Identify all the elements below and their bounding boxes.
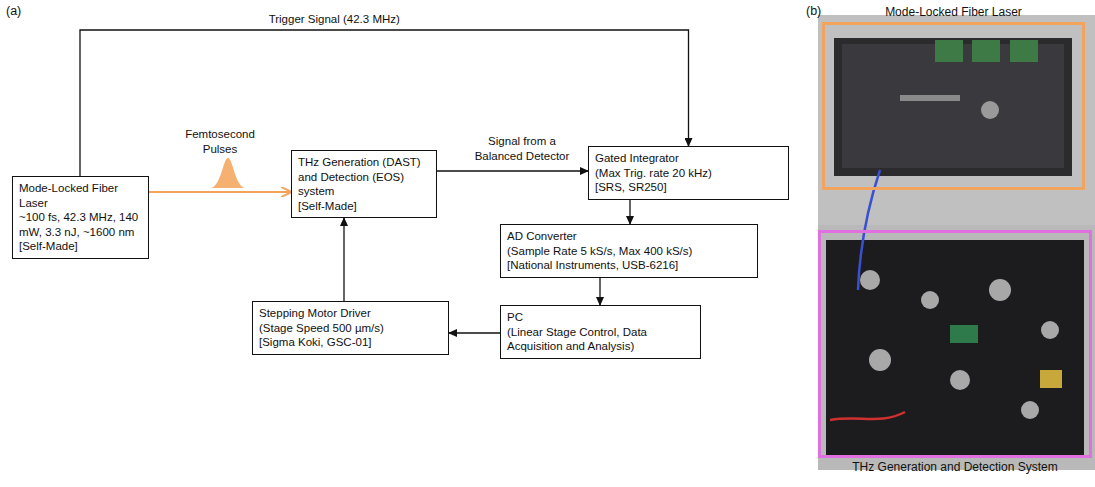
box-detail: (Linear Stage Control, Data Acquisition … (507, 325, 694, 354)
laser-housing (834, 38, 1072, 176)
edge-label: Femtosecond Pulses (179, 127, 261, 156)
box-detail: (Max Trig. rate 20 kHz) (595, 166, 782, 181)
optic-mount (950, 370, 970, 390)
pc-box: PC(Linear Stage Control, Data Acquisitio… (500, 305, 701, 359)
box-detail: ~100 fs, 42.3 MHz, 140 mW, 3.3 nJ, ~1600… (19, 210, 142, 239)
signal-arrow (599, 278, 600, 306)
laser-interior (842, 44, 1064, 168)
box-title: AD Converter (507, 229, 751, 244)
signal-arrow (343, 218, 344, 301)
optic-mount (989, 279, 1011, 301)
photo-frame: Mode-Locked Fiber Laser (822, 22, 1085, 190)
box-title: Stepping Motor Driver (259, 306, 442, 321)
box-title: Gated Integrator (595, 151, 782, 166)
integrator-box: Gated Integrator(Max Trig. rate 20 kHz)[… (588, 146, 789, 200)
thz-system-box: THz Generation (DAST) and Detection (EOS… (291, 150, 437, 218)
box-detail: (Stage Speed 500 µm/s) (259, 321, 442, 336)
box-detail: [Self-Made] (19, 239, 142, 254)
circuit-board (935, 40, 963, 62)
edge-label: Signal from a Balanced Detector (464, 134, 580, 163)
box-detail: [Sigma Koki, GSC-01] (259, 335, 442, 350)
edge-label: Trigger Signal (42.3 MHz) (267, 12, 402, 27)
box-detail: (Sample Rate 5 kS/s, Max 400 kS/s) (507, 244, 751, 259)
fiber-component (900, 95, 960, 101)
photo-heading: THz Generation and Detection System (801, 460, 1095, 475)
box-detail: [SRS, SR250] (595, 180, 782, 195)
box-detail: [National Instruments, USB-6216] (507, 258, 751, 273)
box-detail: [Self-Made] (298, 199, 430, 214)
photo-frame: THz Generation and Detection System (818, 230, 1092, 458)
fiber-coil (981, 101, 999, 119)
optic-mount (1041, 321, 1059, 339)
optic-mount (1021, 401, 1039, 419)
motor-driver-box: Stepping Motor Driver(Stage Speed 500 µm… (252, 301, 449, 355)
optic-mount (921, 291, 939, 309)
optic-mount (869, 349, 891, 371)
pulse-symbol (210, 158, 246, 188)
pulse-arrow (149, 191, 291, 193)
signal-arrow (629, 200, 630, 225)
laser-box: Mode-Locked Fiber Laser~100 fs, 42.3 MHz… (12, 176, 149, 259)
panel-label: (a) (6, 4, 21, 19)
stage (1040, 370, 1062, 388)
signal-arrow (437, 170, 588, 171)
circuit-board (972, 40, 1000, 62)
box-title: PC (507, 310, 694, 325)
adc-box: AD Converter(Sample Rate 5 kS/s, Max 400… (500, 224, 758, 278)
detector-board (950, 325, 978, 343)
cable (830, 412, 905, 420)
box-title: THz Generation (DAST) and Detection (EOS… (298, 155, 430, 199)
circuit-board (1010, 40, 1038, 62)
optical-table (818, 15, 1095, 225)
signal-arrow (449, 332, 500, 333)
breadboard (826, 240, 1084, 455)
optic-mount (860, 270, 880, 290)
photo-heading: Mode-Locked Fiber Laser (805, 5, 1095, 20)
panel-label: (b) (806, 4, 821, 19)
box-title: Mode-Locked Fiber Laser (19, 181, 142, 210)
